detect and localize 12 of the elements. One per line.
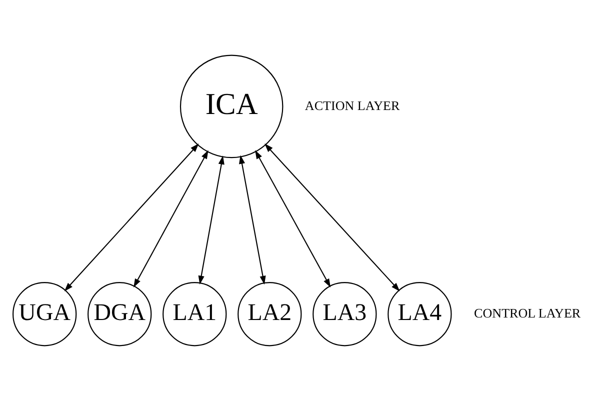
node-circle: DGA	[88, 282, 152, 346]
arrow	[264, 144, 400, 292]
node-circle: LA3	[312, 282, 377, 346]
node-circle: LA1	[162, 282, 227, 346]
arrow	[134, 150, 208, 288]
label: ACTION LAYER	[304, 98, 400, 113]
label: CONTROL LAYER	[474, 305, 581, 320]
arrow	[255, 150, 331, 288]
node-circle: LA2	[238, 282, 302, 346]
arrow	[239, 155, 266, 285]
arrow	[64, 144, 199, 292]
arrow	[198, 156, 224, 284]
